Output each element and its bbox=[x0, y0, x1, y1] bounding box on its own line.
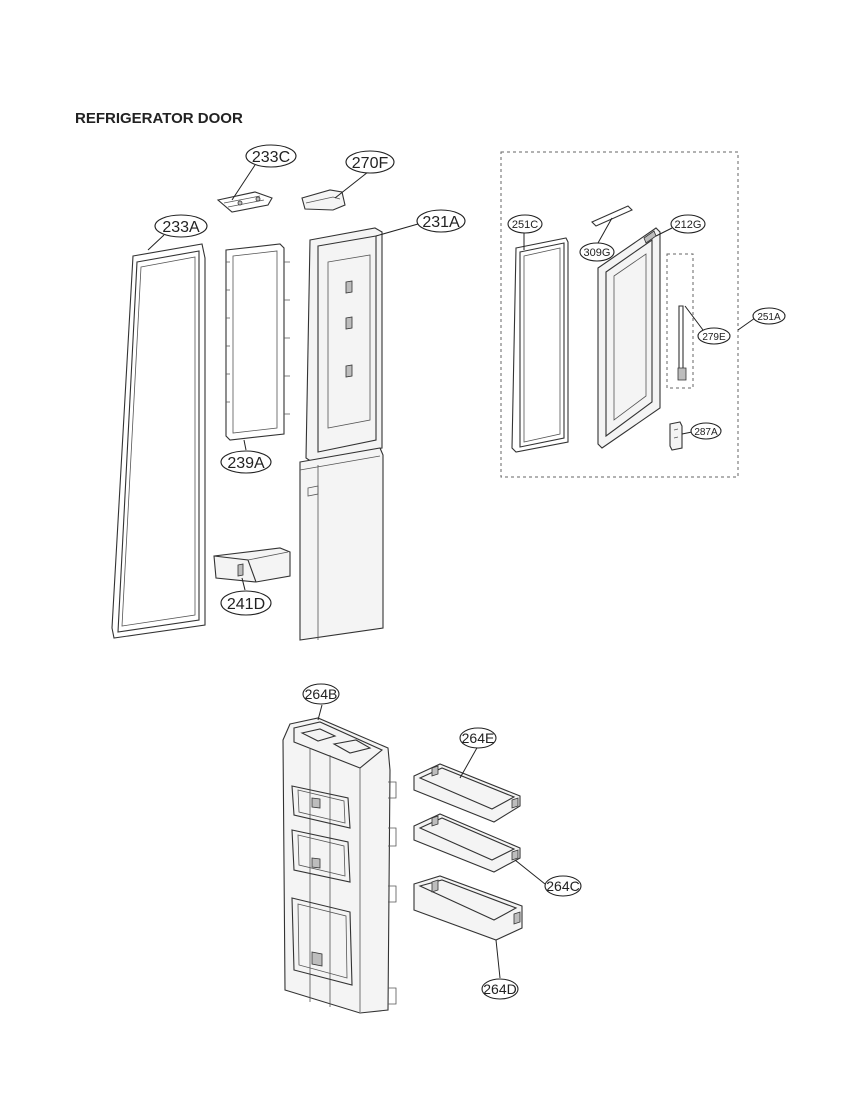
part-212G-door-frame bbox=[597, 227, 661, 449]
callout-279E: 279E bbox=[697, 327, 731, 345]
callout-309G-label: 309G bbox=[584, 247, 611, 259]
callout-264E: 264E bbox=[459, 727, 497, 749]
callout-251C: 251C bbox=[507, 214, 543, 234]
callout-251A: 251A bbox=[752, 307, 786, 325]
callout-279E-label: 279E bbox=[702, 332, 726, 343]
callout-264C: 264C bbox=[544, 875, 582, 897]
callout-233C: 233C bbox=[245, 144, 297, 168]
part-231A-door bbox=[299, 227, 384, 641]
callout-309G: 309G bbox=[579, 242, 615, 262]
callout-233C-label: 233C bbox=[252, 149, 290, 166]
leader-lines bbox=[147, 164, 756, 979]
inset-detail-box bbox=[500, 151, 739, 478]
callout-241D: 241D bbox=[220, 590, 272, 616]
callout-264C-label: 264C bbox=[546, 878, 579, 894]
part-233C-bracket bbox=[216, 191, 273, 213]
callout-233A-label: 233A bbox=[162, 219, 200, 236]
callout-270F: 270F bbox=[345, 150, 395, 174]
part-241D-bin bbox=[213, 547, 291, 583]
callout-231A: 231A bbox=[416, 209, 466, 233]
part-309G-strip bbox=[591, 205, 633, 227]
callout-233A: 233A bbox=[154, 214, 208, 238]
callout-239A-label: 239A bbox=[227, 455, 265, 472]
callout-239A: 239A bbox=[220, 450, 272, 474]
page-title: REFRIGERATOR DOOR bbox=[75, 110, 243, 127]
part-264C-bin bbox=[413, 813, 521, 873]
callout-264B-label: 264B bbox=[305, 686, 338, 702]
callout-264B: 264B bbox=[302, 683, 340, 705]
callout-251A-label: 251A bbox=[757, 312, 781, 323]
part-270F-cap bbox=[301, 189, 346, 211]
callout-231A-label: 231A bbox=[422, 214, 460, 231]
callout-212G: 212G bbox=[670, 214, 706, 234]
callout-212G-label: 212G bbox=[675, 219, 702, 231]
callout-287A: 287A bbox=[690, 422, 722, 440]
part-264D-bin bbox=[413, 875, 523, 941]
part-279E-rod bbox=[677, 305, 687, 381]
callout-264D-label: 264D bbox=[483, 981, 516, 997]
callout-264D: 264D bbox=[481, 978, 519, 1000]
part-239A-frame bbox=[225, 243, 290, 441]
part-233A-gasket bbox=[111, 243, 206, 639]
callout-251C-label: 251C bbox=[512, 219, 538, 231]
part-264E-bin bbox=[413, 763, 521, 823]
part-264B-door-liner bbox=[282, 717, 397, 1014]
callout-241D-label: 241D bbox=[227, 596, 265, 613]
callout-270F-label: 270F bbox=[352, 155, 389, 172]
callout-264E-label: 264E bbox=[462, 730, 495, 746]
callout-287A-label: 287A bbox=[694, 427, 718, 438]
part-287A-hinge bbox=[669, 421, 683, 451]
part-251C-gasket bbox=[511, 237, 569, 453]
